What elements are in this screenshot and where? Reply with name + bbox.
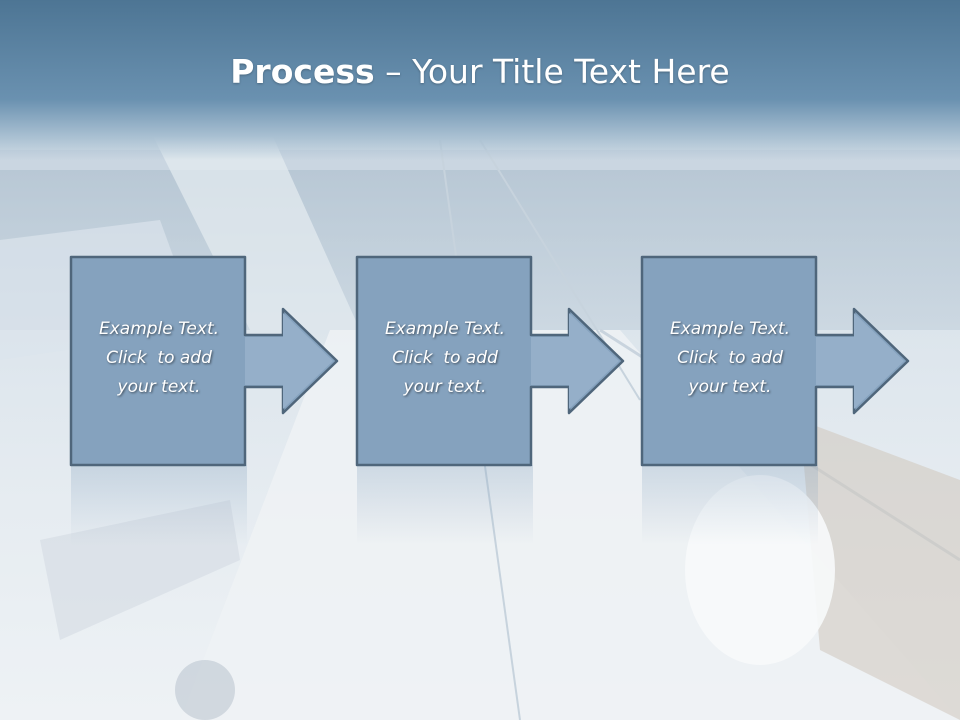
step-text[interactable]: Example Text. Click to add your text. <box>648 315 812 402</box>
step-text-line: Click to add <box>106 348 212 368</box>
step-text-line: Example Text. <box>384 319 506 339</box>
step-text-line: Click to add <box>392 348 498 368</box>
step-text-line: Click to add <box>677 348 783 368</box>
step-arrow-shape <box>69 255 339 467</box>
step-text-line: your text. <box>403 377 487 397</box>
step-reflection <box>71 465 247 545</box>
slide-title[interactable]: Process – Your Title Text Here <box>0 52 960 91</box>
process-step-3[interactable]: Example Text. Click to add your text. <box>640 255 922 545</box>
step-text-line: Example Text. <box>98 319 220 339</box>
step-text-line: your text. <box>688 377 772 397</box>
process-step-2[interactable]: Example Text. Click to add your text. <box>355 255 637 545</box>
process-step-1[interactable]: Example Text. Click to add your text. <box>69 255 351 545</box>
title-bold: Process <box>230 52 375 91</box>
step-arrow-shape <box>355 255 625 467</box>
step-text[interactable]: Example Text. Click to add your text. <box>363 315 527 402</box>
title-band <box>0 0 960 160</box>
step-text[interactable]: Example Text. Click to add your text. <box>77 315 241 402</box>
step-text-line: your text. <box>117 377 201 397</box>
step-arrow-shape <box>640 255 910 467</box>
step-reflection <box>357 465 533 545</box>
step-reflection <box>642 465 818 545</box>
step-text-line: Example Text. <box>669 319 791 339</box>
title-rest: – Your Title Text Here <box>374 52 730 91</box>
